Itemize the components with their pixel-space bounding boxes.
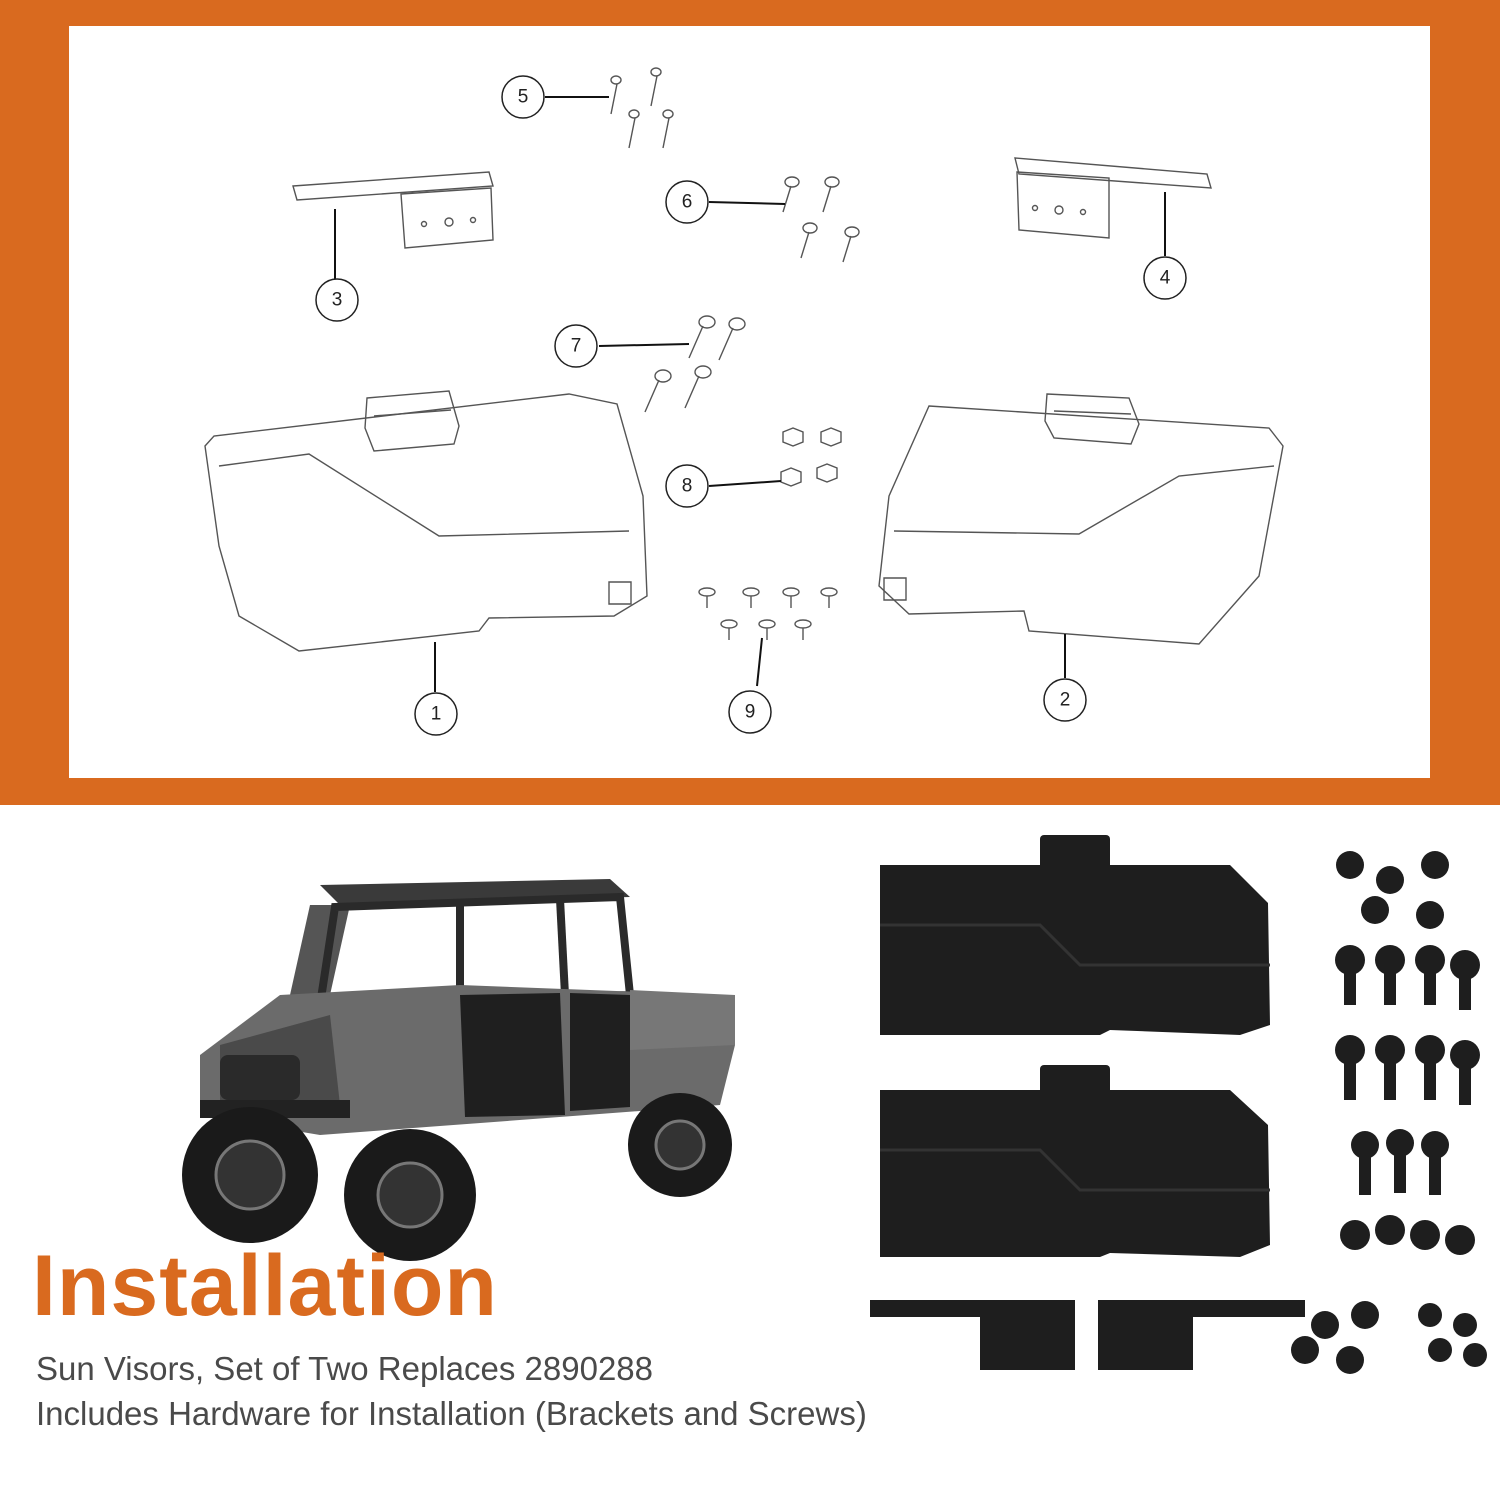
right-bracket-rail <box>1014 157 1212 189</box>
product-description-line-2: Includes Hardware for Installation (Brac… <box>36 1395 867 1432</box>
callout-1: 1 <box>414 692 458 736</box>
callout-9: 9 <box>728 690 772 734</box>
diagram-canvas: 5 6 3 4 7 8 1 9 <box>204 67 1284 736</box>
callout-label: 9 <box>745 702 756 723</box>
product-parts-photo <box>870 835 1487 1374</box>
nut-group-8-icon <box>780 427 842 487</box>
right-visor-logo-icon <box>883 577 907 601</box>
left-bracket-plate <box>400 187 494 249</box>
right-visor-mount-block <box>1044 393 1140 445</box>
black-visor-top <box>880 835 1270 1035</box>
right-visor-panel <box>878 405 1284 645</box>
left-visor-mount-block <box>364 390 460 452</box>
callout-3: 3 <box>315 278 359 322</box>
callout-6: 6 <box>665 180 709 224</box>
callout-label: 8 <box>682 476 693 497</box>
right-visor-groove <box>893 465 1275 535</box>
callout-label: 7 <box>571 336 582 357</box>
left-visor-groove <box>218 453 630 537</box>
callout-4: 4 <box>1143 256 1187 300</box>
callout-label: 1 <box>431 704 442 725</box>
black-hardware <box>1291 851 1487 1374</box>
callout-label: 3 <box>332 290 343 311</box>
left-bracket-rail <box>292 171 494 201</box>
utv-vehicle-image <box>182 879 735 1261</box>
right-bracket-plate <box>1016 171 1110 239</box>
installation-heading: Installation <box>32 1238 498 1334</box>
callout-label: 6 <box>682 192 693 213</box>
callout-label: 5 <box>518 87 529 108</box>
left-visor-panel <box>204 393 648 652</box>
product-description-line-1: Sun Visors, Set of Two Replaces 2890288 <box>36 1350 654 1387</box>
black-visor-bottom <box>880 1065 1270 1257</box>
callout-5: 5 <box>501 75 545 119</box>
callout-2: 2 <box>1043 678 1087 722</box>
black-brackets <box>870 1300 1305 1370</box>
left-visor-logo-icon <box>608 581 632 605</box>
installation-section: Installation Sun Visors, Set of Two Repl… <box>0 805 1500 1500</box>
callout-label: 4 <box>1160 268 1171 289</box>
callout-8: 8 <box>665 464 709 508</box>
rivet-group-9-icon <box>698 587 838 640</box>
screw-group-5-icon <box>610 67 674 149</box>
screw-group-6-icon <box>782 176 860 263</box>
exploded-parts-diagram: 5 6 3 4 7 8 1 9 <box>69 26 1430 778</box>
screw-group-7-icon <box>644 315 746 413</box>
callout-7: 7 <box>554 324 598 368</box>
callout-label: 2 <box>1060 690 1071 711</box>
